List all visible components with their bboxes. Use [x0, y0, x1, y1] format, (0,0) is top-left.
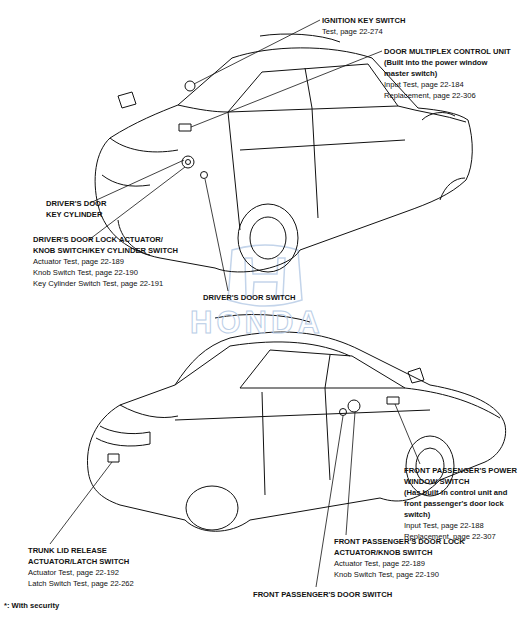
window-pillar [325, 355, 330, 388]
key-cylinder [186, 160, 191, 165]
leader-line [191, 51, 382, 127]
wheel [186, 486, 238, 530]
leader-line [50, 462, 112, 544]
door-front-edge [228, 112, 240, 230]
component-name: FRONT PASSENGER'S DOOR SWITCH [253, 589, 392, 600]
rear-window [175, 342, 350, 385]
test-reference: Input Test, page 22-184 [384, 79, 464, 90]
component-name: IGNITION KEY SWITCH [322, 15, 405, 26]
component-name: DRIVER'S DOOR SWITCH [203, 292, 296, 303]
door-lock-actuator [182, 156, 194, 168]
component-note: front passenger's door lock [404, 498, 504, 509]
leader-line [395, 404, 420, 464]
wheel-hub [250, 217, 286, 259]
side-windows [240, 350, 405, 388]
spoiler [422, 113, 455, 120]
component-name: WINDOW SWITCH [404, 476, 469, 487]
mirror [118, 92, 136, 108]
component-name: TRUNK LID RELEASE [28, 545, 107, 556]
door-rear-edge [312, 108, 318, 218]
tail-light [96, 426, 150, 446]
component-name: FRONT PASSENGER'S POWER [404, 465, 517, 476]
component-note: (Built into the power window [384, 57, 487, 68]
body-crease [240, 140, 405, 150]
component-note: master switch) [384, 68, 437, 79]
side-windows [228, 64, 398, 112]
control-unit [179, 124, 191, 131]
window-switch [387, 397, 399, 404]
test-reference: Replacement, page 22-306 [384, 90, 476, 101]
test-reference: Actuator Test, page 22-192 [28, 567, 119, 578]
component-note: switch) [404, 509, 430, 520]
watermark: HONDA [190, 306, 324, 340]
door-switch [340, 409, 347, 416]
cowl-line [178, 105, 228, 112]
mirror [408, 368, 424, 383]
hood-edge [110, 138, 178, 152]
wheel [238, 204, 298, 272]
component-name: DRIVER'S DOOR [46, 198, 106, 209]
test-reference: Knob Switch Test, page 22-190 [334, 569, 439, 580]
leader-line [205, 179, 228, 291]
test-reference: Actuator Test, page 22-189 [334, 558, 425, 569]
test-reference: Input Test, page 22-188 [404, 520, 484, 531]
component-name: ACTUATOR/KNOB SWITCH [334, 547, 432, 558]
component-name: KEY CYLINDER [46, 209, 102, 220]
component-name: ACTUATOR/LATCH SWITCH [28, 556, 129, 567]
leader-line [194, 20, 320, 84]
test-reference: Actuator Test, page 22-189 [33, 256, 124, 267]
footnote: *: With security [4, 600, 59, 611]
test-reference: Latch Switch Test, page 22-262 [28, 578, 134, 589]
component-name: FRONT PASSENGER'S DOOR LOCK [334, 536, 465, 547]
component-name: KNOB SWITCH/KEY CYLINDER SWITCH [33, 245, 178, 256]
headlight [102, 175, 150, 186]
door-switch [201, 172, 208, 179]
bottom-car [87, 315, 505, 532]
test-reference: Knob Switch Test, page 22-190 [33, 267, 138, 278]
leader-line [90, 160, 184, 203]
leader-line [346, 412, 355, 535]
window-pillar [305, 68, 312, 108]
ignition-switch [185, 81, 195, 91]
door-rear-edge [262, 392, 265, 495]
component-name: DOOR MULTIPLEX CONTROL UNIT [384, 46, 511, 57]
rear-wheel-arch [440, 178, 465, 200]
component-note: (Has built-in control unit and [404, 487, 507, 498]
trunk-lid [120, 405, 178, 418]
hood-edge [405, 388, 500, 418]
trunk-edge [398, 106, 466, 122]
door-front-edge [325, 388, 330, 480]
test-reference: Key Cylinder Switch Test, page 22-191 [33, 278, 163, 289]
logo-h [245, 258, 285, 296]
car-body [87, 332, 505, 531]
test-reference: Test, page 22-274 [322, 26, 383, 37]
trunk-lid-actuator [108, 454, 119, 462]
door-lock-actuator [348, 400, 360, 412]
body-crease [175, 410, 430, 420]
component-name: DRIVER'S DOOR LOCK ACTUATOR/ [33, 234, 163, 245]
